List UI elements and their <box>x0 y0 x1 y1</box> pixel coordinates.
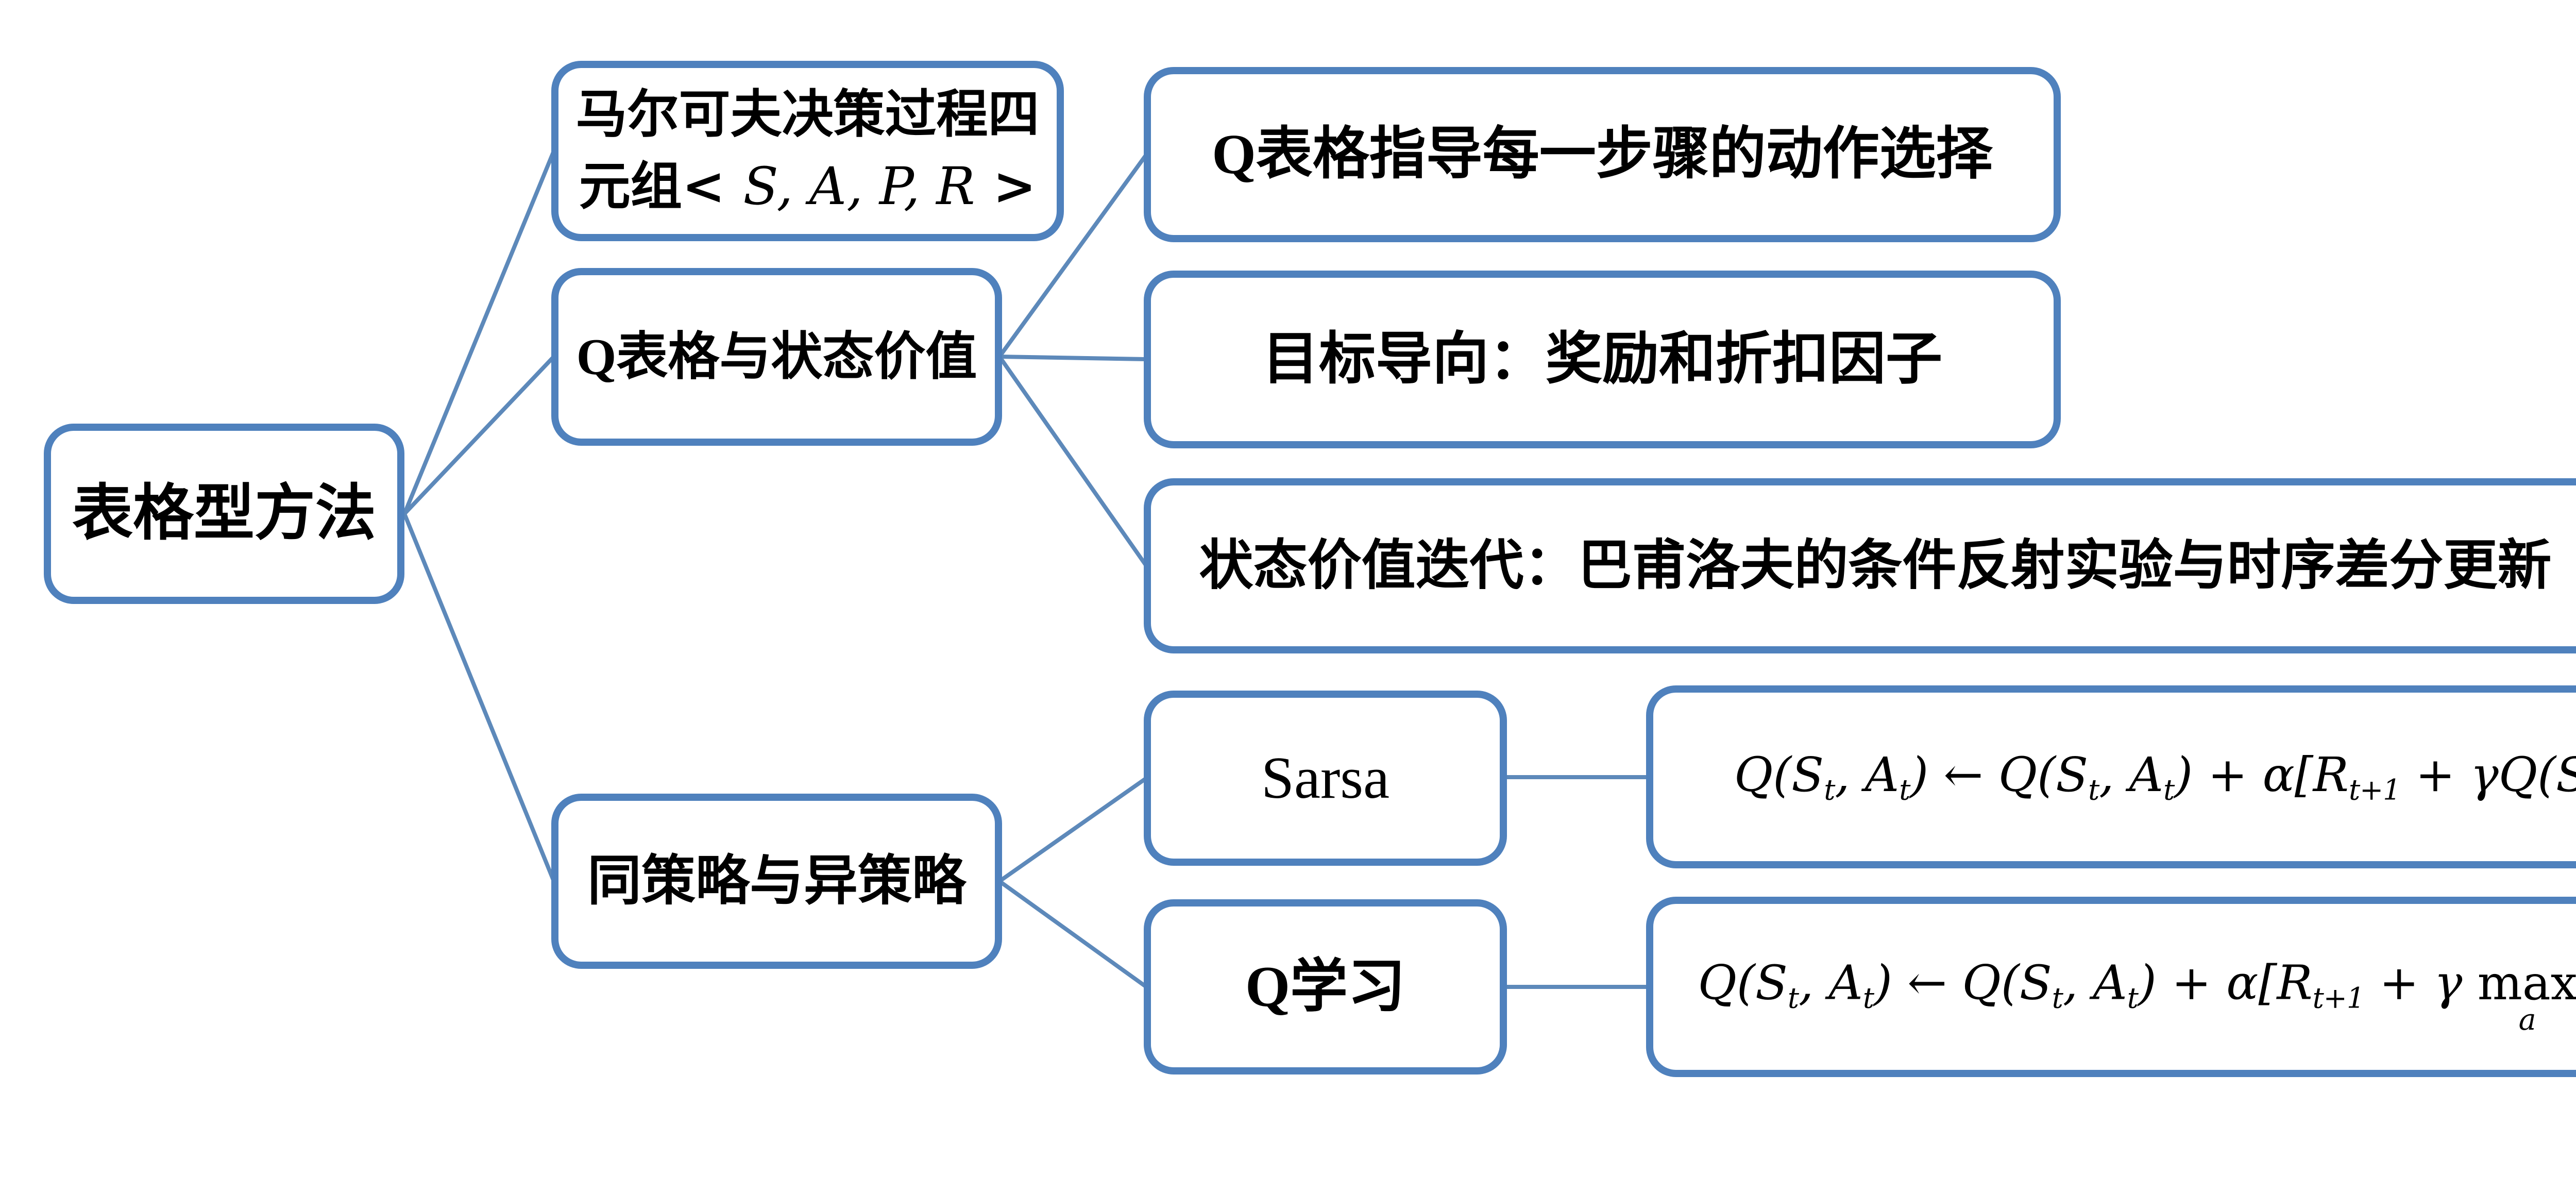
connector-root-policy <box>402 513 556 882</box>
mdp-tuple-line1: 马尔可夫决策过程四 <box>575 86 1040 143</box>
node-mdp-tuple-label: 马尔可夫决策过程四 元组< S, A, P, R > <box>562 79 1054 223</box>
node-sarsa: Sarsa <box>1144 691 1507 866</box>
connector-qtable-c3 <box>997 355 1148 567</box>
node-q-learning-label: Q学习 <box>1245 954 1406 1019</box>
connector-qtable-c2 <box>999 355 1147 361</box>
connector-policy-qlearning <box>998 879 1148 989</box>
connector-root-mdp <box>402 150 556 515</box>
connector-root-qtable <box>403 355 555 515</box>
node-root-label: 表格型方法 <box>72 479 376 547</box>
node-on-off-policy-label: 同策略与异策略 <box>587 850 966 911</box>
node-on-off-policy: 同策略与异策略 <box>551 794 1002 969</box>
node-qtable-state-value: Q表格与状态价值 <box>551 268 1002 446</box>
node-root: 表格型方法 <box>44 424 404 604</box>
node-q-learning: Q学习 <box>1144 899 1507 1075</box>
node-qtable-action-selection-label: Q表格指导每一步骤的动作选择 <box>1212 123 1993 186</box>
node-goal-oriented-label: 目标导向：奖励和折扣因子 <box>1262 327 1942 391</box>
node-sarsa-formula: Q(St, At) ← Q(St, At) + α[Rt+1 + γQ(St+1… <box>1646 685 2576 868</box>
node-value-iteration-label: 状态价值迭代：巴甫洛夫的条件反射实验与时序差分更新 <box>1199 535 2552 596</box>
sarsa-formula-text: Q(St, At) ← Q(St, At) + α[Rt+1 + γQ(St+1… <box>1734 747 2576 807</box>
node-goal-oriented: 目标导向：奖励和折扣因子 <box>1144 271 2061 448</box>
mdp-tuple-line2: 元组< S, A, P, R > <box>579 156 1037 216</box>
node-sarsa-label: Sarsa <box>1261 745 1390 811</box>
node-qtable-action-selection: Q表格指导每一步骤的动作选择 <box>1144 67 2061 242</box>
node-qtable-state-value-label: Q表格与状态价值 <box>576 328 977 385</box>
connector-qtable-c1 <box>997 153 1148 358</box>
node-mdp-tuple: 马尔可夫决策过程四 元组< S, A, P, R > <box>551 61 1064 241</box>
node-value-iteration: 状态价值迭代：巴甫洛夫的条件反射实验与时序差分更新 <box>1144 478 2576 653</box>
connector-policy-sarsa <box>998 776 1148 883</box>
